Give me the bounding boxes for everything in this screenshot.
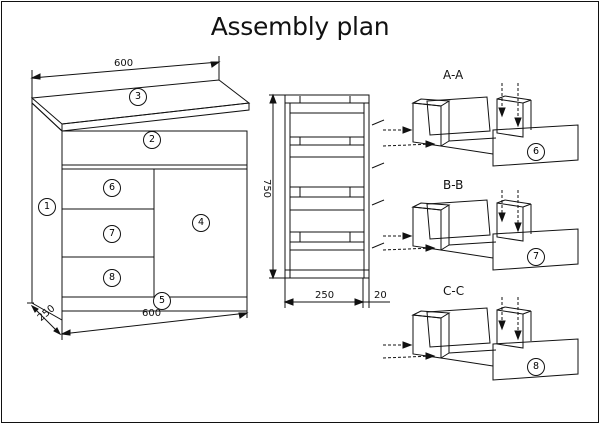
callout-part-7: 7 xyxy=(103,225,121,243)
callout-section-c-part-8: 8 xyxy=(527,358,545,376)
section-c-c-detail xyxy=(382,297,579,381)
dim-line-top-width xyxy=(30,56,221,98)
side-view-arrows xyxy=(371,119,385,249)
dim-top-width-label: 600 xyxy=(114,58,134,69)
dim-line-side-depth xyxy=(283,278,390,308)
dim-line-bottom-width xyxy=(60,312,249,340)
section-a-a-label: A-A xyxy=(443,68,464,82)
dim-side-offset-label: 20 xyxy=(374,290,387,301)
dim-side-depth-label: 250 xyxy=(315,290,335,301)
section-b-b-label: B-B xyxy=(443,178,464,192)
section-b-b-detail xyxy=(382,190,579,271)
callout-part-8: 8 xyxy=(103,269,121,287)
callout-section-b-part-7: 7 xyxy=(527,248,545,266)
callout-part-6: 6 xyxy=(103,179,121,197)
callout-part-3: 3 xyxy=(129,88,147,106)
dim-bottom-width-label: 600 xyxy=(142,308,162,319)
callout-part-4: 4 xyxy=(192,214,210,232)
cabinet-side-view xyxy=(284,94,370,279)
dim-height-label: 750 xyxy=(261,178,273,199)
dim-line-depth xyxy=(27,302,62,336)
callout-part-5: 5 xyxy=(153,292,171,310)
page-title: Assembly plan xyxy=(210,12,390,41)
section-c-c-label: C-C xyxy=(443,284,465,298)
cabinet-front-view xyxy=(30,79,251,321)
dim-line-height xyxy=(269,93,285,280)
section-a-a-detail xyxy=(382,83,579,167)
callout-part-2: 2 xyxy=(143,131,161,149)
callout-section-a-part-6: 6 xyxy=(527,143,545,161)
callout-part-1: 1 xyxy=(38,198,56,216)
